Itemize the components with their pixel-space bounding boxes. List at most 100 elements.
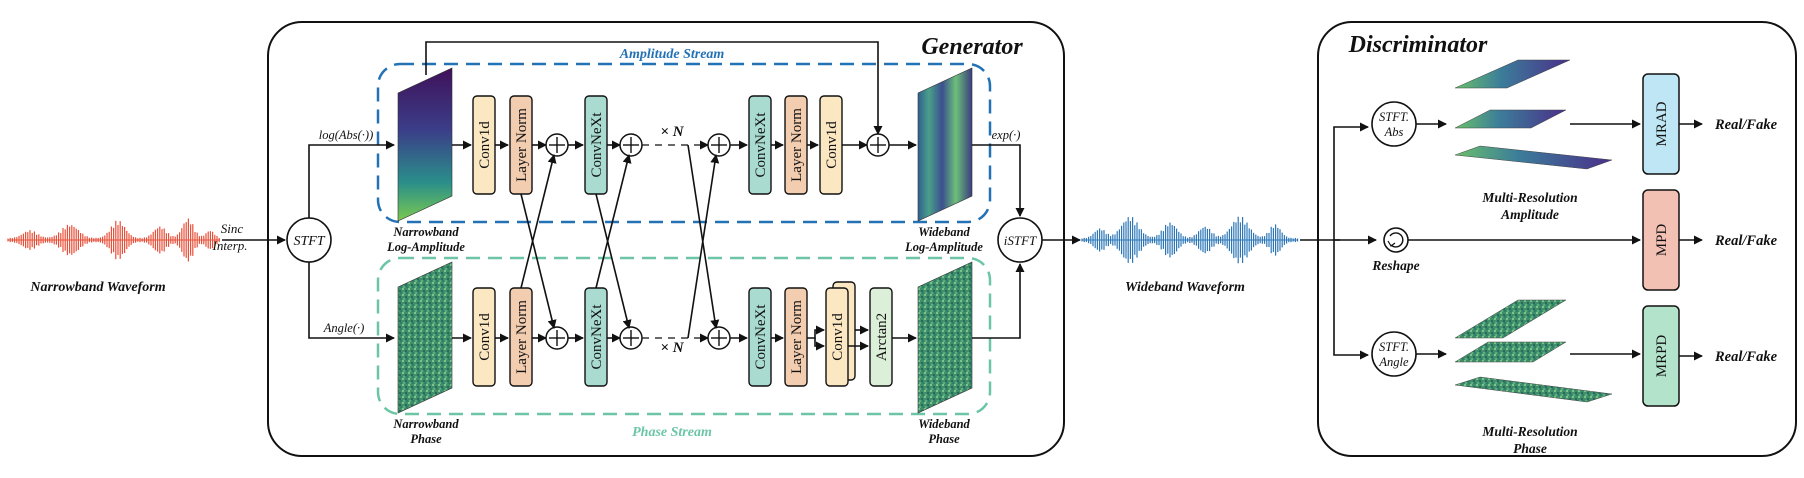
amp-times-n-label: × N [660, 124, 684, 140]
amp-conv1d-block-2: Conv1d [819, 95, 843, 195]
mrpd-label: MRPD [1654, 335, 1670, 378]
istft-node: iSTFT [997, 217, 1043, 263]
reshape-label: Reshape [1371, 258, 1419, 273]
phase-add-node-1 [545, 326, 569, 350]
phase-arrow-9a [807, 325, 825, 339]
stft-to-amplitude-arrow [308, 140, 395, 218]
amp-add-node-1 [545, 133, 569, 157]
stft-label: STFT [293, 234, 325, 249]
amp-to-istft-arrow [972, 144, 1025, 217]
cross-amp-to-phase-3 [687, 144, 720, 329]
amp-convnext-1-label: ConvNeXt [589, 112, 605, 178]
phase-stream-frame [376, 256, 992, 416]
amp-conv1d-1-label: Conv1d [477, 121, 493, 169]
narrowband-phase-spectrogram [397, 261, 453, 414]
phase-convnext-block-2: ConvNeXt [748, 287, 772, 387]
wideband-log-amplitude-spectrogram [917, 67, 973, 222]
stft-node: STFT [286, 217, 332, 263]
stft-angle-node: STFT. Angle [1371, 331, 1417, 377]
phase-convnext-2-label: ConvNeXt [753, 304, 769, 370]
wideband-phase-spectrogram [917, 261, 973, 414]
stft-angle-label-1: STFT. [1379, 340, 1409, 354]
istft-label: iSTFT [1004, 233, 1037, 248]
disc-branch-angle [1333, 240, 1369, 360]
wideband-log-amp-label-1: Wideband [918, 225, 970, 239]
amp-layernorm-2-label: Layer Norm [789, 108, 805, 182]
phase-times-n-label: × N [660, 340, 684, 356]
cross-amp-to-phase-1 [520, 193, 557, 329]
narrowband-log-amp-label-2: Log-Amplitude [386, 240, 465, 254]
wideband-waveform-label: Wideband Waveform [1125, 280, 1245, 295]
amplitude-stream-label: Amplitude Stream [619, 47, 725, 62]
amp-layernorm-1-label: Layer Norm [514, 108, 530, 182]
multi-res-phase-label-2: Phase [1513, 441, 1547, 456]
amp-layernorm-block-2: Layer Norm [784, 95, 808, 195]
phase-convnext-1-label: ConvNeXt [589, 304, 605, 370]
amplitude-skip-connection [425, 41, 883, 135]
multi-res-phase-label-1: Multi-Resolution [1481, 424, 1577, 439]
phase-add-node-3 [707, 326, 731, 350]
narrowband-phase-label-2: Phase [410, 432, 442, 446]
discriminator-frame [1317, 21, 1797, 457]
phase-layernorm-block-1: Layer Norm [509, 287, 533, 387]
narrowband-log-amp-label-1: Narrowband [392, 225, 459, 239]
phase-conv1d-block-1: Conv1d [472, 287, 496, 387]
amp-convnext-block-2: ConvNeXt [748, 95, 772, 195]
mrad-label: MRAD [1654, 101, 1670, 146]
phase-layernorm-block-2: Layer Norm [784, 287, 808, 387]
mrpd-real-fake: Real/Fake [1714, 349, 1778, 365]
stft-angle-label-2: Angle [1378, 355, 1409, 369]
phase-arrow-9b [814, 338, 825, 351]
phase-stream-label: Phase Stream [632, 425, 712, 440]
mrad-real-fake: Real/Fake [1714, 117, 1778, 133]
wideband-phase-label-2: Phase [928, 432, 960, 446]
amp-convnext-block-1: ConvNeXt [584, 95, 608, 195]
sinc-label: Sinc [221, 221, 244, 236]
discriminator-title: Discriminator [1348, 32, 1488, 58]
generator-frame [267, 21, 1065, 457]
exp-label: exp(·) [992, 128, 1021, 142]
mpd-real-fake: Real/Fake [1714, 233, 1778, 249]
narrowband-log-amplitude-spectrogram [397, 67, 453, 222]
amp-layernorm-block-1: Layer Norm [509, 95, 533, 195]
multi-resolution-phase-stack [1454, 299, 1613, 403]
narrowband-waveform-label: Narrowband Waveform [29, 280, 165, 295]
wideband-waveform-graphic [1081, 216, 1299, 264]
wideband-phase-label-1: Wideband [918, 417, 970, 431]
stft-abs-label-1: STFT. [1379, 110, 1409, 124]
stft-abs-node: STFT. Abs [1371, 101, 1417, 147]
amp-conv1d-2-label: Conv1d [824, 121, 840, 169]
mpd-block: MPD [1642, 189, 1680, 291]
cross-phase-to-amp-3 [687, 154, 720, 339]
mpd-label: MPD [1654, 224, 1670, 257]
phase-layernorm-1-label: Layer Norm [514, 300, 530, 374]
cross-phase-to-amp-1 [520, 154, 557, 289]
phase-add-node-2 [619, 326, 643, 350]
phase-conv1d-stack: Conv1d [825, 281, 856, 387]
amp-convnext-2-label: ConvNeXt [753, 112, 769, 178]
cross-phase-to-amp-2 [595, 154, 632, 289]
narrowband-phase-label-1: Narrowband [392, 417, 459, 431]
log-abs-label: log(Abs(·)) [319, 128, 374, 142]
mrpd-block: MRPD [1642, 305, 1680, 407]
phase-conv1d-1-label: Conv1d [477, 313, 493, 361]
phase-conv1d-2-label: Conv1d [830, 313, 846, 361]
multi-resolution-amplitude-stack [1454, 59, 1613, 170]
phase-to-istft-arrow [972, 263, 1025, 339]
phase-arctan2-block: Arctan2 [869, 287, 893, 387]
disc-branch-abs [1333, 122, 1369, 240]
multi-res-amp-label-2: Amplitude [1500, 207, 1559, 222]
stft-abs-label-2: Abs [1384, 125, 1404, 139]
amp-add-node-4 [866, 133, 890, 157]
phase-convnext-block-1: ConvNeXt [584, 287, 608, 387]
wideband-log-amp-label-2: Log-Amplitude [904, 240, 983, 254]
interp-label: Interp. [211, 238, 247, 253]
amp-add-node-3 [707, 133, 731, 157]
amp-add-node-2 [619, 133, 643, 157]
phase-layernorm-2-label: Layer Norm [789, 300, 805, 374]
generator-title: Generator [921, 34, 1023, 60]
narrowband-waveform-graphic [7, 218, 220, 262]
multi-res-amp-label-1: Multi-Resolution [1481, 190, 1577, 205]
amp-conv1d-block-1: Conv1d [472, 95, 496, 195]
stft-to-phase-arrow [308, 262, 395, 343]
